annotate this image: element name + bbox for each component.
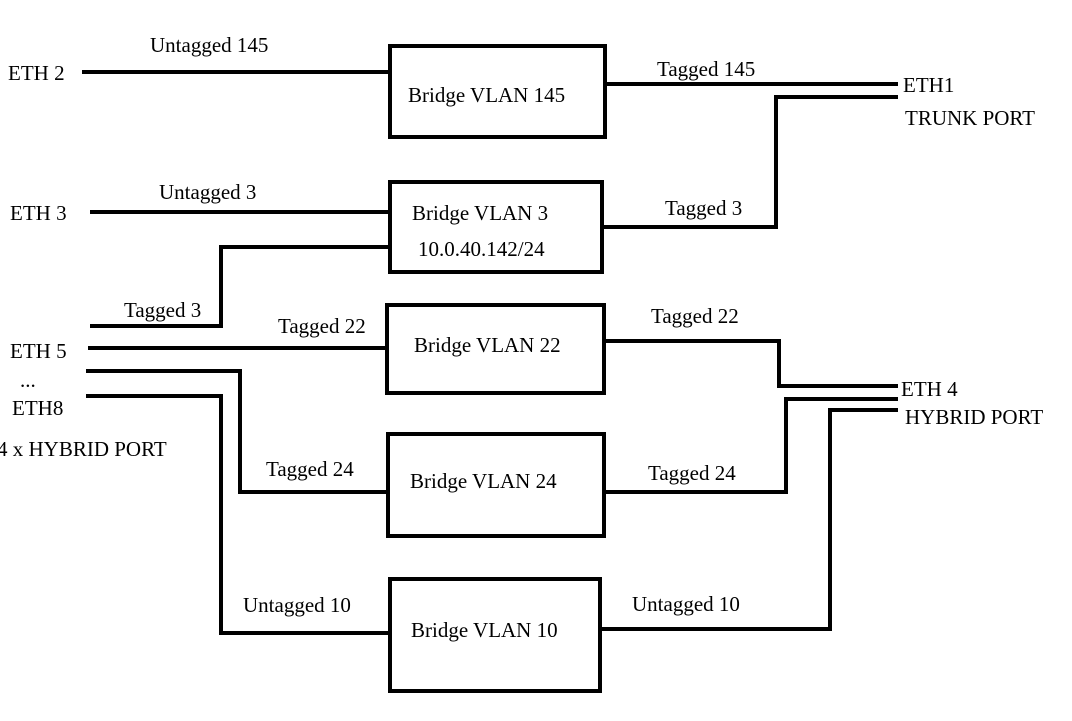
line-tagged24-eth5: [86, 369, 390, 494]
bridge-vlan24-label: Bridge VLAN 24: [410, 469, 557, 493]
link-tagged22-right: Tagged 22: [651, 304, 739, 328]
link-tagged3-left: Tagged 3: [124, 298, 202, 322]
bridge-vlan24-box: Bridge VLAN 24: [386, 432, 606, 538]
port-eth8: ETH8: [12, 396, 64, 420]
bridge-vlan10-box: Bridge VLAN 10: [388, 577, 602, 693]
bridge-vlan10-label: Bridge VLAN 10: [411, 618, 558, 642]
bridge-vlan22-label: Bridge VLAN 22: [414, 333, 561, 357]
link-untagged10-left: Untagged 10: [243, 593, 351, 617]
port-eth5-8-note: 4 x HYBRID PORT: [0, 437, 167, 461]
line-tagged3-eth5: [90, 245, 390, 328]
bridge-vlan3-ip: 10.0.40.142/24: [418, 237, 545, 261]
link-tagged22-left: Tagged 22: [278, 314, 366, 338]
port-eth5: ETH 5: [10, 339, 67, 363]
line-untagged10-eth5: [86, 394, 390, 635]
link-tagged145: Tagged 145: [657, 57, 756, 81]
port-eth1-note: TRUNK PORT: [905, 106, 1035, 130]
bridge-vlan3-box: Bridge VLAN 3 10.0.40.142/24: [388, 180, 604, 274]
port-eth4: ETH 4: [901, 377, 958, 401]
link-tagged24-right: Tagged 24: [648, 461, 736, 485]
line-tagged24-eth4: [603, 397, 898, 494]
link-tagged3-right: Tagged 3: [665, 196, 743, 220]
line-tagged3-eth1: [603, 95, 898, 229]
link-tagged24-left: Tagged 24: [266, 457, 354, 481]
port-eth2: ETH 2: [8, 61, 65, 85]
bridge-vlan145-label: Bridge VLAN 145: [408, 83, 566, 107]
port-eth4-note: HYBRID PORT: [905, 405, 1044, 429]
link-untagged145: Untagged 145: [150, 33, 269, 57]
line-untagged10-eth4: [600, 408, 898, 631]
bridge-vlan145-box: Bridge VLAN 145: [388, 44, 607, 139]
line-tagged22-eth4: [605, 339, 898, 388]
bridge-vlan22-box: Bridge VLAN 22: [385, 303, 606, 395]
port-eth1: ETH1: [903, 73, 955, 97]
port-eth3: ETH 3: [10, 201, 67, 225]
link-untagged10-right: Untagged 10: [632, 592, 740, 616]
link-untagged3: Untagged 3: [159, 180, 257, 204]
bridge-vlan3-label: Bridge VLAN 3: [412, 201, 549, 225]
port-ellipsis: ...: [20, 368, 36, 392]
